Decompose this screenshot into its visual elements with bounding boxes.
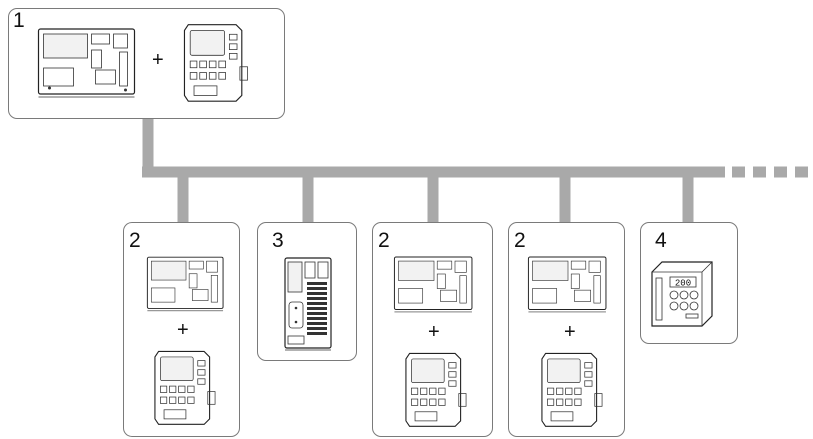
communication-module-icon: [183, 24, 248, 102]
communication-module-icon: [405, 352, 467, 427]
node-2c-plus: +: [564, 321, 576, 343]
node-2a-plus: +: [177, 319, 189, 341]
display-unit-rear-icon: [146, 256, 224, 312]
node-2b-plus: +: [428, 321, 440, 343]
display-unit-rear-icon: [37, 28, 136, 98]
display-unit-rear-icon: [393, 256, 473, 313]
controller-display-value: 200: [675, 279, 691, 289]
node-1-number: 1: [13, 9, 25, 32]
plc-controller-icon: [284, 257, 332, 351]
node-2b-number: 2: [378, 229, 390, 252]
node-4-number: 4: [655, 229, 667, 252]
temperature-controller-icon: 200: [651, 261, 713, 327]
node-3-number: 3: [272, 229, 284, 252]
node-2c-number: 2: [514, 229, 526, 252]
node-2a-number: 2: [129, 229, 141, 252]
communication-module-icon: [154, 350, 216, 425]
display-unit-rear-icon: [527, 256, 607, 313]
node-1-plus: +: [152, 49, 164, 71]
communication-module-icon: [541, 352, 603, 427]
